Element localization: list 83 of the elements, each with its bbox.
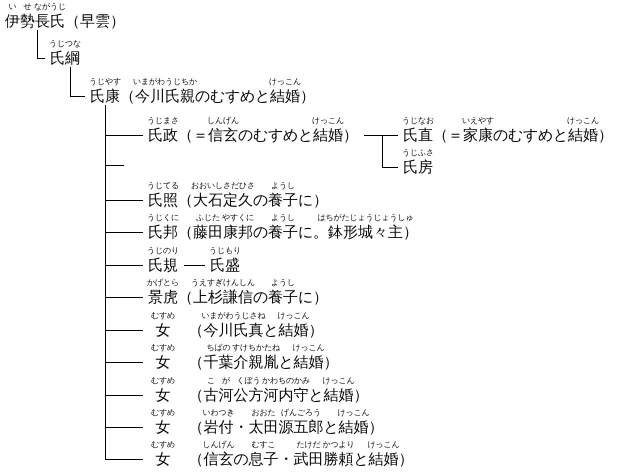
furigana-reading: おおいしさだひさ <box>191 182 255 190</box>
furigana-reading: けっこん <box>368 441 400 449</box>
furigana-reading: しんげん <box>202 441 234 449</box>
furigana-reading: いえやす <box>462 117 494 125</box>
note-text: （＝家康のむすめと結婚） <box>433 126 613 144</box>
furigana-reading: むすめ <box>151 441 175 449</box>
furigana-reading: ながうじ <box>34 3 66 11</box>
furigana-reading: けっこん <box>322 377 354 385</box>
note-text: （藤田康邦の養子に。鉢形城々主） <box>178 223 418 241</box>
note-text: （岩付・太田源五郎と結婚） <box>188 418 384 436</box>
furigana-reading: たけだ <box>296 441 320 449</box>
furigana-reading: けっこん <box>312 117 344 125</box>
person-name: 氏盛 <box>210 256 240 274</box>
furigana-reading: はちがたじょうじょうしゅ <box>318 214 414 222</box>
furigana-reading: うじてる <box>147 182 179 190</box>
tree-line <box>70 66 86 97</box>
furigana-reading: うじつな <box>49 40 81 48</box>
furigana-reading: いわつき <box>202 409 234 417</box>
furigana-reading: すけちかたね <box>232 344 280 352</box>
furigana-reading: かげとら <box>147 279 179 287</box>
furigana-reading: やすくに <box>222 214 254 222</box>
person-name: 氏邦 <box>148 223 178 241</box>
furigana-reading: うえすぎけんしん <box>191 279 255 287</box>
furigana-reading: ちばの <box>206 344 230 352</box>
person-name: 氏房 <box>403 158 433 176</box>
furigana-reading: ようし <box>271 214 295 222</box>
furigana-reading: げんごろう <box>281 409 321 417</box>
person-name: 氏綱 <box>50 49 80 67</box>
person-name: 氏康 <box>90 87 120 105</box>
furigana-reading: かわちのかみ <box>262 377 310 385</box>
furigana-reading: うじもり <box>209 247 241 255</box>
furigana-reading: くぼう <box>236 377 260 385</box>
furigana-reading: うじくに <box>147 214 179 222</box>
note-text: （上杉謙信の養子に） <box>178 288 328 306</box>
note-text: （＝信玄のむすめと結婚） <box>178 126 358 144</box>
furigana-reading: いまがわうじさね <box>202 312 266 320</box>
person-name: 女 <box>156 450 170 468</box>
furigana-reading: い <box>8 3 16 11</box>
furigana-reading: ようし <box>271 279 295 287</box>
note-text: （古河公方河内守と結婚） <box>188 386 368 404</box>
person-name: 伊勢長氏 <box>5 12 65 30</box>
person-name: 女 <box>156 386 170 404</box>
furigana-reading: むすめ <box>151 312 175 320</box>
furigana-reading: しんげん <box>207 117 239 125</box>
person-name: 女 <box>156 321 170 339</box>
tree-line <box>184 265 206 266</box>
furigana-reading: むすめ <box>151 344 175 352</box>
furigana-reading: うじまさ <box>147 117 179 125</box>
furigana-reading: が <box>222 377 230 385</box>
furigana-reading: せ <box>24 3 32 11</box>
person-name: 女 <box>156 418 170 436</box>
tree-line <box>37 30 46 59</box>
furigana-reading: うじなお <box>402 117 434 125</box>
furigana-reading: けっこん <box>567 117 599 125</box>
tree-line <box>364 135 398 168</box>
note-text: （早雲） <box>65 12 125 30</box>
furigana-reading: うじふさ <box>402 149 434 157</box>
person-name: 氏照 <box>148 191 178 209</box>
furigana-reading: むすこ <box>252 441 276 449</box>
note-text: （今川氏親のむすめと結婚） <box>120 87 315 105</box>
person-name: 氏規 <box>148 256 178 274</box>
note-text: （千葉介親胤と結婚） <box>188 353 338 371</box>
furigana-reading: いまがわうじちか <box>133 78 197 86</box>
note-text: （大石定久の養子に） <box>178 191 328 209</box>
furigana-reading: けっこん <box>278 312 310 320</box>
note-text: （今川氏真と結婚） <box>188 321 324 339</box>
furigana-reading: けっこん <box>269 78 301 86</box>
person-name: 女 <box>156 353 170 371</box>
person-name: 景虎 <box>148 288 178 306</box>
furigana-reading: かつより <box>322 441 354 449</box>
furigana-reading: ようし <box>271 182 295 190</box>
note-text: （信玄の息子・武田勝頼と結婚） <box>188 450 414 468</box>
person-name: 氏政 <box>148 126 178 144</box>
furigana-reading: けっこん <box>292 344 324 352</box>
person-name: 氏直 <box>403 126 433 144</box>
furigana-reading: むすめ <box>151 409 175 417</box>
furigana-reading: けっこん <box>338 409 370 417</box>
furigana-reading: むすめ <box>151 377 175 385</box>
furigana-reading: うじのり <box>147 247 179 255</box>
furigana-reading: おおた <box>252 409 276 417</box>
furigana-reading: こ <box>207 377 215 385</box>
furigana-reading: ふじた <box>196 214 220 222</box>
furigana-reading: うじやす <box>89 78 121 86</box>
